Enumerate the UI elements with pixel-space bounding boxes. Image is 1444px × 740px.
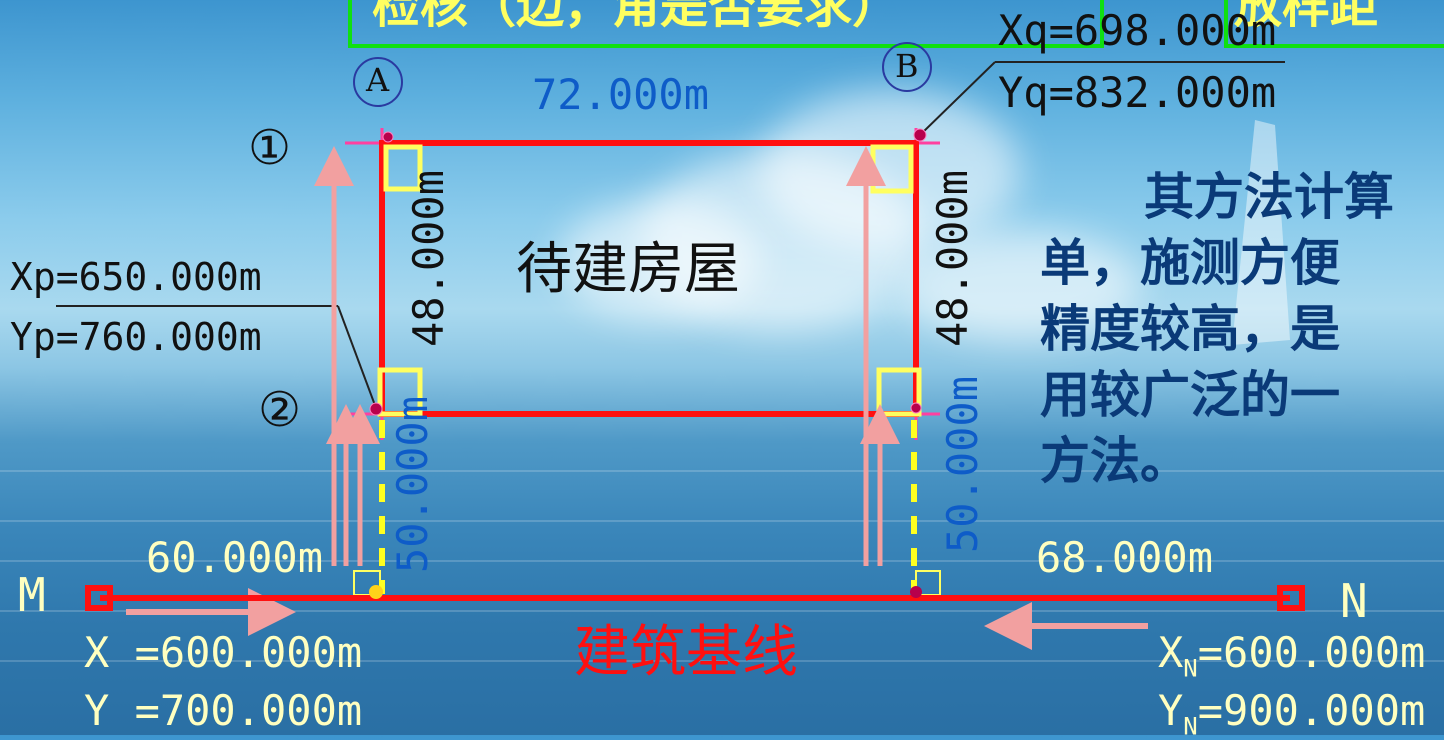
leader-line-p-diagonal	[337, 305, 377, 409]
sea-ripple	[0, 470, 1444, 472]
p-y-coordinate: Yp=760.000m	[10, 315, 262, 359]
point-m-label: M	[18, 568, 46, 622]
right-angle-marker	[870, 144, 914, 194]
axis-b-label: B	[895, 47, 919, 85]
sea-ripple	[0, 660, 1444, 662]
banner-box-right	[1224, 0, 1444, 48]
baseline-point-n-marker	[1277, 585, 1305, 611]
cloud	[900, 230, 1140, 340]
point-m-x: X =600.000m	[84, 628, 363, 677]
corner-point-p	[369, 402, 383, 416]
row-2-label: ②	[258, 382, 302, 438]
description-line: 用较广泛的一	[1040, 366, 1340, 424]
point-n-y-value: =900.000m	[1197, 686, 1426, 735]
point-n-label: N	[1340, 574, 1368, 628]
cloud	[560, 200, 760, 320]
baseline-foot-point	[369, 585, 383, 599]
point-n-y-symbol: Y	[1158, 686, 1184, 735]
description-line: 精度较高，是	[1040, 300, 1340, 358]
point-n-x-subscript: N	[1183, 654, 1198, 683]
point-m-y: Y =700.000m	[84, 686, 363, 735]
point-n-x-value: =600.000m	[1197, 628, 1426, 677]
sea-ripple	[0, 560, 1444, 562]
corner-point	[910, 402, 922, 414]
point-n-y-subscript: N	[1183, 712, 1198, 740]
point-n-x-symbol: X	[1158, 628, 1184, 677]
n-distance-label: 68.000m	[1036, 533, 1214, 582]
point-n-x: XN=600.000m	[1158, 632, 1425, 683]
cloud	[760, 90, 1020, 250]
banner-box-left	[348, 0, 1104, 48]
right-height-label: 48.000m	[928, 170, 977, 348]
sea-ripple	[0, 520, 1444, 522]
description-line: 方法。	[1040, 432, 1190, 490]
right-offset-label: 50.000m	[938, 376, 987, 554]
p-x-coordinate: Xp=650.000m	[10, 255, 262, 299]
banner-text-right: 放样距	[1234, 0, 1379, 34]
baseline-foot-point	[910, 586, 922, 598]
corner-point-q	[913, 128, 927, 142]
axis-b-circle	[882, 42, 932, 92]
baseline-label: 建筑基线	[574, 620, 798, 685]
building-outline	[379, 140, 919, 417]
q-y-coordinate: Yq=832.000m	[998, 68, 1277, 117]
sea-ripple	[0, 610, 1444, 612]
baseline-point-m-marker	[85, 585, 113, 611]
corner-point	[382, 131, 394, 143]
q-x-coordinate: Xq=698.000m	[998, 6, 1277, 55]
axis-a-circle	[353, 57, 403, 107]
row-1-label: ①	[248, 120, 292, 176]
right-angle-marker	[377, 367, 423, 417]
m-distance-label: 60.000m	[146, 533, 324, 582]
sailboat-icon	[1232, 120, 1290, 345]
banner-text-left: 检核（边，角是否要求）	[372, 0, 901, 34]
top-width-label: 72.000m	[532, 70, 710, 119]
description-line: 其方法计算	[1144, 168, 1394, 226]
point-n-y: YN=900.000m	[1158, 690, 1425, 740]
left-offset-label: 50.000m	[388, 396, 437, 574]
description-line: 单，施测方便	[1040, 234, 1340, 292]
left-height-label: 48.000m	[404, 170, 453, 348]
axis-a-label: A	[366, 61, 390, 99]
building-label: 待建房屋	[516, 237, 740, 302]
leader-line-q	[919, 61, 996, 136]
right-angle-marker	[383, 144, 423, 192]
